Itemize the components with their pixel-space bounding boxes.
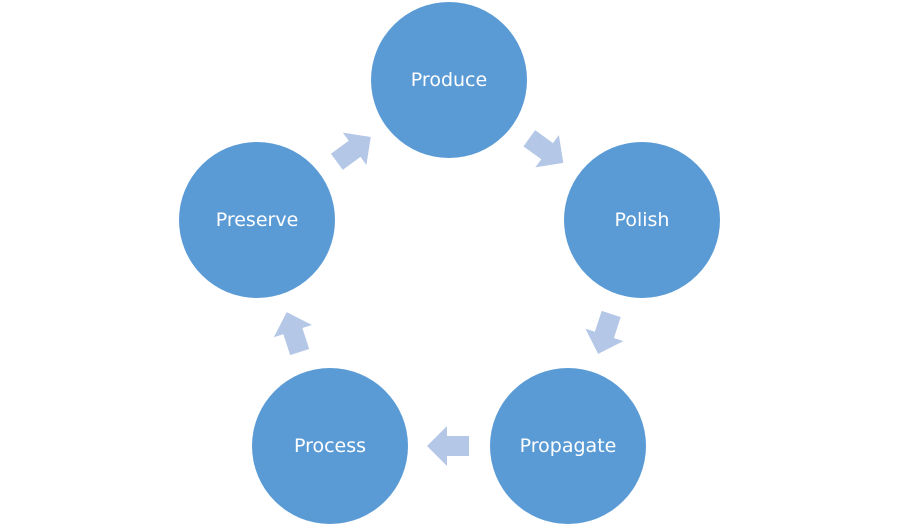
arrow-polish-to-propagate-icon (585, 310, 624, 354)
node-preserve: Preserve (179, 142, 335, 298)
node-label: Preserve (216, 209, 299, 231)
node-circle (564, 142, 720, 298)
node-label: Produce (411, 69, 487, 91)
node-circle (490, 368, 646, 524)
arrow-process-to-preserve-icon (273, 312, 312, 356)
arrow-preserve-to-produce-icon (330, 132, 371, 170)
node-circle (179, 142, 335, 298)
node-label: Propagate (520, 435, 617, 457)
node-label: Polish (615, 209, 670, 231)
arrows-layer (273, 130, 624, 466)
arrow-propagate-to-process-icon (427, 426, 469, 466)
node-circle (371, 2, 527, 158)
node-propagate: Propagate (490, 368, 646, 524)
node-circle (252, 368, 408, 524)
node-process: Process (252, 368, 408, 524)
node-label: Process (294, 435, 366, 457)
node-polish: Polish (564, 142, 720, 298)
node-produce: Produce (371, 2, 527, 158)
arrow-produce-to-polish-icon (523, 130, 564, 168)
